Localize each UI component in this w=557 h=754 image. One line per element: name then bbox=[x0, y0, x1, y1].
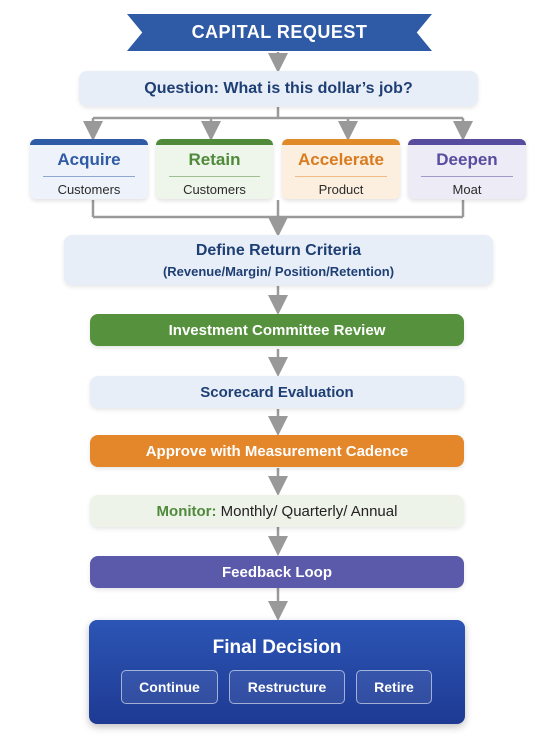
scorecard-label: Scorecard Evaluation bbox=[200, 383, 354, 401]
category-retain-bar bbox=[156, 139, 273, 145]
category-accelerate-bar bbox=[282, 139, 400, 145]
category-accelerate: Accelerate Product bbox=[282, 139, 400, 199]
monitor-step: Monitor: Monthly/ Quarterly/ Annual bbox=[90, 495, 464, 527]
monitor-cadence: Monthly/ Quarterly/ Annual bbox=[216, 502, 398, 520]
restructure-option: Restructure bbox=[229, 670, 345, 704]
committee-review-label: Investment Committee Review bbox=[168, 321, 386, 339]
continue-label: Continue bbox=[139, 679, 200, 695]
category-acquire-bar bbox=[30, 139, 148, 145]
feedback-loop-step: Feedback Loop bbox=[90, 556, 464, 588]
category-acquire-title: Acquire bbox=[57, 150, 121, 169]
monitor-label: Monitor: bbox=[156, 502, 217, 520]
category-retain-subtitle: Customers bbox=[183, 182, 246, 197]
category-acquire-divider bbox=[42, 176, 136, 177]
restructure-label: Restructure bbox=[247, 679, 327, 695]
category-deepen: Deepen Moat bbox=[408, 139, 526, 199]
question-box: Question: What is this dollar’s job? bbox=[79, 71, 478, 106]
final-decision-title: Final Decision bbox=[212, 637, 342, 658]
approve-label: Approve with Measurement Cadence bbox=[145, 442, 409, 460]
category-accelerate-subtitle: Product bbox=[318, 182, 364, 197]
category-deepen-subtitle: Moat bbox=[452, 182, 482, 197]
category-deepen-title: Deepen bbox=[436, 150, 498, 169]
category-acquire: Acquire Customers bbox=[30, 139, 148, 199]
category-acquire-subtitle: Customers bbox=[57, 182, 121, 197]
criteria-detail: (Revenue/Margin/ Position/Retention) bbox=[162, 263, 395, 279]
approve-step: Approve with Measurement Cadence bbox=[90, 435, 464, 467]
feedback-loop-label: Feedback Loop bbox=[221, 563, 333, 581]
banner-title: CAPITAL REQUEST bbox=[191, 22, 368, 42]
criteria-title: Define Return Criteria bbox=[195, 241, 362, 259]
category-accelerate-divider bbox=[294, 176, 388, 177]
retire-label: Retire bbox=[374, 679, 414, 695]
category-retain-title: Retain bbox=[188, 150, 241, 169]
return-criteria-box: Define Return Criteria (Revenue/Margin/ … bbox=[64, 235, 493, 285]
category-deepen-bar bbox=[408, 139, 526, 145]
scorecard-step: Scorecard Evaluation bbox=[90, 376, 464, 408]
retire-option: Retire bbox=[356, 670, 432, 704]
continue-option: Continue bbox=[121, 670, 218, 704]
category-retain: Retain Customers bbox=[156, 139, 273, 199]
question-text: Question: What is this dollar’s job? bbox=[144, 79, 413, 97]
final-decision-panel bbox=[89, 620, 465, 724]
category-deepen-divider bbox=[420, 176, 514, 177]
committee-review-step: Investment Committee Review bbox=[90, 314, 464, 346]
category-retain-divider bbox=[168, 176, 261, 177]
capital-request-banner: CAPITAL REQUEST bbox=[127, 14, 432, 51]
category-accelerate-title: Accelerate bbox=[297, 150, 384, 169]
